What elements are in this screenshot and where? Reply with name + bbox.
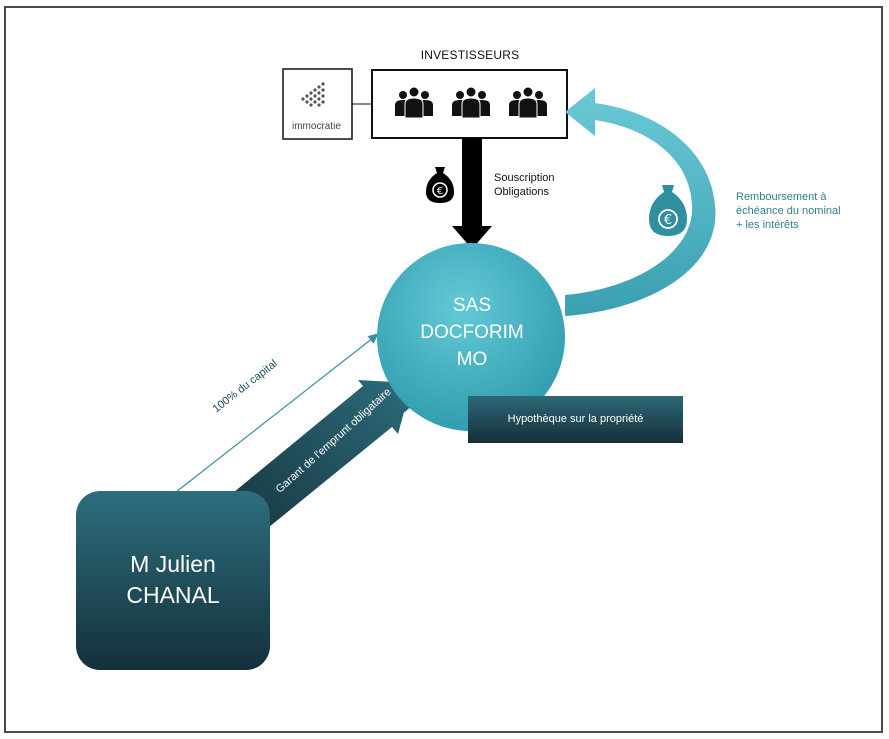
souscription-arrow <box>452 138 492 249</box>
money-bag-icon: € <box>649 185 687 236</box>
remboursement-label: Remboursement à échéance du nominal + le… <box>736 191 841 231</box>
hypotheque-label: Hypothèque sur la propriété <box>507 413 644 425</box>
immocratie-logo-icon <box>301 82 325 107</box>
remboursement-arrow <box>565 88 716 316</box>
people-group-icon <box>395 86 433 119</box>
souscription-label: Souscription Obligations <box>494 172 555 198</box>
julien-chanal-label: M Julien CHANAL <box>126 551 220 608</box>
money-bag-icon: € <box>426 167 454 203</box>
garant-arrow-body <box>228 380 412 536</box>
svg-text:€: € <box>664 213 672 228</box>
capital-arrow <box>175 333 379 493</box>
immocratie-logo-box <box>282 68 372 140</box>
hypotheque-box <box>468 396 683 443</box>
people-group-icon <box>452 86 490 119</box>
sas-docforimmo-circle <box>377 243 565 431</box>
sas-docforimmo-label: SAS DOCFORIM MO <box>420 295 524 370</box>
people-group-icon <box>509 86 547 119</box>
investisseurs-title: INVESTISSEURS <box>420 48 520 62</box>
immocratie-logo-text: immocratie <box>292 121 341 132</box>
diagram-frame <box>4 6 883 733</box>
svg-text:€: € <box>437 186 443 197</box>
julien-chanal-box <box>76 491 270 670</box>
